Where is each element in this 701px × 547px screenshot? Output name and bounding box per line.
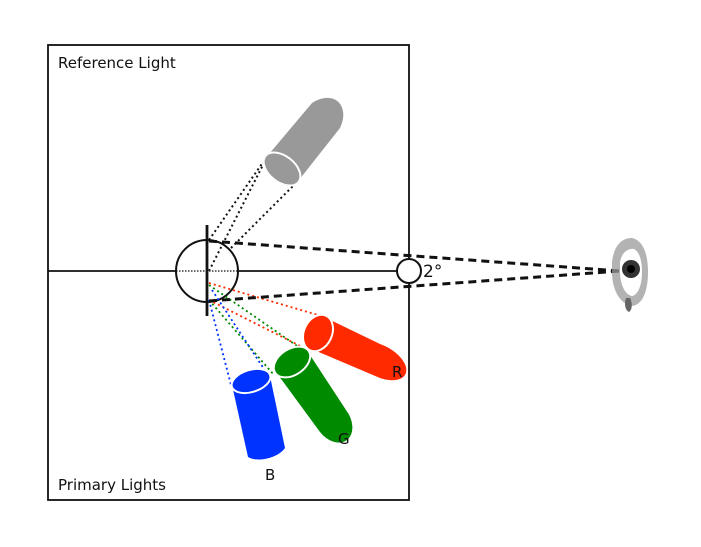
- red-beam-2: [208, 299, 309, 351]
- eye-icon: [612, 238, 648, 312]
- green-cylinder-end: [272, 345, 312, 379]
- apparatus-box: [47, 44, 410, 501]
- visual-angle-line-bottom: [208, 269, 621, 303]
- green-beam-1: [208, 284, 304, 351]
- reference-cylinder-end: [262, 151, 302, 187]
- eye-tear: [625, 298, 632, 312]
- green-light-source: [272, 345, 353, 443]
- blue-cylinder-body: [232, 376, 285, 460]
- reference-light-source: [262, 97, 344, 187]
- primary-label-r: R: [392, 363, 402, 381]
- reference-beam-3: [230, 182, 297, 249]
- blue-beam-1: [211, 289, 267, 373]
- visual-angle-line-top: [208, 239, 621, 273]
- eye-pupil: [627, 265, 635, 273]
- blue-light-source: [230, 367, 285, 460]
- primary-label-g: G: [338, 430, 350, 448]
- reference-light-label: Reference Light: [58, 54, 176, 72]
- primary-label-b: B: [265, 466, 275, 484]
- reference-beam-1: [208, 154, 269, 272]
- red-cylinder-body: [314, 315, 407, 381]
- aperture-circle: [396, 258, 422, 284]
- red-light-source: [301, 313, 407, 381]
- red-cylinder-end: [301, 313, 335, 353]
- visual-angle-label: 2°: [423, 262, 442, 282]
- primary-lights-label: Primary Lights: [58, 476, 166, 494]
- blue-cylinder-end: [230, 367, 272, 395]
- red-beam-1: [208, 282, 329, 319]
- primary-beams: [208, 282, 329, 386]
- green-beam-2: [208, 299, 275, 376]
- reference-beam-2: [208, 154, 269, 241]
